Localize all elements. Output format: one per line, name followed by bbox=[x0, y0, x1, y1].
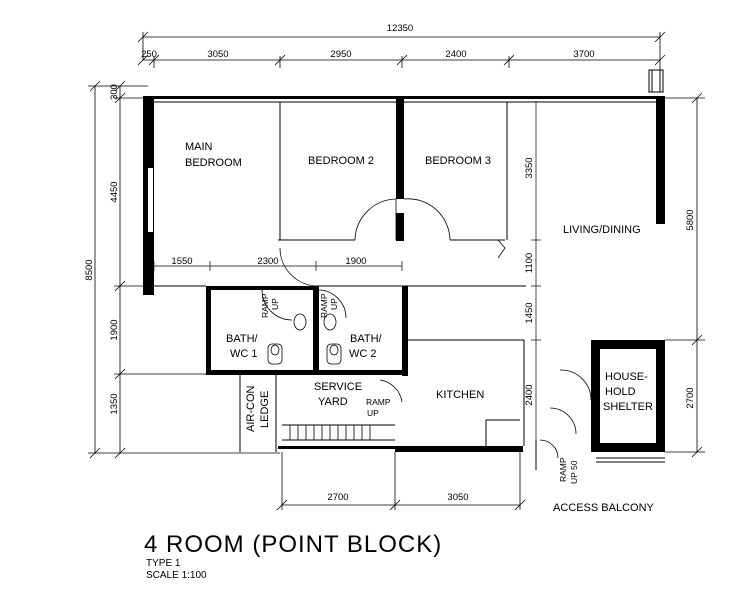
label-bath1-1: BATH/ bbox=[226, 333, 259, 345]
label-main-bedroom-1: MAIN bbox=[185, 141, 213, 153]
label-shelter-2: HOLD bbox=[605, 386, 636, 398]
dim-top-a: 250 bbox=[141, 49, 157, 60]
label-bath2-1: BATH/ bbox=[350, 333, 383, 345]
dim-top-c: 2950 bbox=[330, 49, 351, 60]
ramp1-a: RAMP bbox=[260, 293, 270, 318]
dim-inner-1450: 1450 bbox=[524, 302, 535, 323]
label-access-balcony: ACCESS BALCONY bbox=[553, 502, 655, 514]
label-living-dining: LIVING/DINING bbox=[563, 224, 641, 236]
dim-left-c: 1900 bbox=[109, 319, 120, 340]
label-bath2-2: WC 2 bbox=[349, 348, 377, 360]
doors bbox=[261, 198, 592, 459]
label-shelter-3: SHELTER bbox=[603, 401, 653, 413]
dim-right-a: 5800 bbox=[685, 209, 696, 230]
inner-dimensions bbox=[531, 101, 541, 440]
left-dimensions bbox=[88, 80, 280, 459]
dim-right-b: 2700 bbox=[685, 387, 696, 408]
plan-title: 4 ROOM (POINT BLOCK) bbox=[144, 531, 442, 558]
gate-symbol bbox=[648, 69, 664, 93]
label-aircon-2: LEDGE bbox=[259, 391, 271, 428]
dim-mid-2300: 2300 bbox=[257, 256, 278, 267]
dim-inner-1100: 1100 bbox=[524, 253, 535, 273]
ramp3-b: UP bbox=[367, 408, 379, 418]
dim-mid-1900: 1900 bbox=[345, 256, 366, 267]
dim-bottom-b: 3050 bbox=[447, 492, 468, 503]
label-service-1: SERVICE bbox=[314, 381, 362, 393]
ramp4-b: UP 50 bbox=[569, 460, 579, 484]
label-bedroom-3: BEDROOM 3 bbox=[425, 155, 491, 167]
dim-left-a: 300 bbox=[109, 84, 120, 100]
ramp3-a: RAMP bbox=[366, 397, 391, 407]
label-main-bedroom-2: BEDROOM bbox=[185, 157, 242, 169]
dim-mid-1550: 1550 bbox=[171, 256, 192, 267]
label-service-2: YARD bbox=[318, 396, 348, 408]
right-dimensions bbox=[665, 92, 705, 458]
dim-bottom-a: 2700 bbox=[327, 492, 348, 503]
top-dimensions bbox=[137, 31, 666, 70]
bath-fixtures bbox=[267, 313, 342, 365]
dim-top-e: 3700 bbox=[573, 49, 594, 60]
label-bath1-2: WC 1 bbox=[230, 348, 258, 360]
label-bedroom-2: BEDROOM 2 bbox=[308, 155, 374, 167]
plan-scale: SCALE 1:100 bbox=[146, 570, 207, 581]
dim-left-b: 4450 bbox=[109, 181, 120, 202]
dim-left-total: 8500 bbox=[84, 259, 95, 280]
dim-top-d: 2400 bbox=[445, 49, 466, 60]
ramp4-a: RAMP bbox=[558, 457, 568, 482]
dim-top-total: 12350 bbox=[387, 23, 413, 34]
ramp1-b: UP bbox=[270, 298, 280, 310]
ramp2-a: RAMP bbox=[319, 293, 329, 318]
label-aircon-1: AIR-CON bbox=[245, 386, 257, 433]
dim-inner-2400: 2400 bbox=[524, 384, 535, 405]
label-shelter-1: HOUSE- bbox=[605, 371, 648, 383]
label-kitchen: KITCHEN bbox=[436, 389, 484, 401]
bottom-dimensions bbox=[276, 452, 526, 511]
ramp2-b: UP bbox=[329, 298, 339, 310]
plan-type: TYPE 1 bbox=[146, 558, 181, 569]
railing bbox=[289, 425, 371, 440]
dim-left-d: 1350 bbox=[109, 393, 120, 414]
partitions bbox=[143, 101, 665, 470]
walls bbox=[143, 96, 665, 452]
dim-inner-3350: 3350 bbox=[524, 157, 535, 178]
dim-top-b: 3050 bbox=[207, 49, 228, 60]
